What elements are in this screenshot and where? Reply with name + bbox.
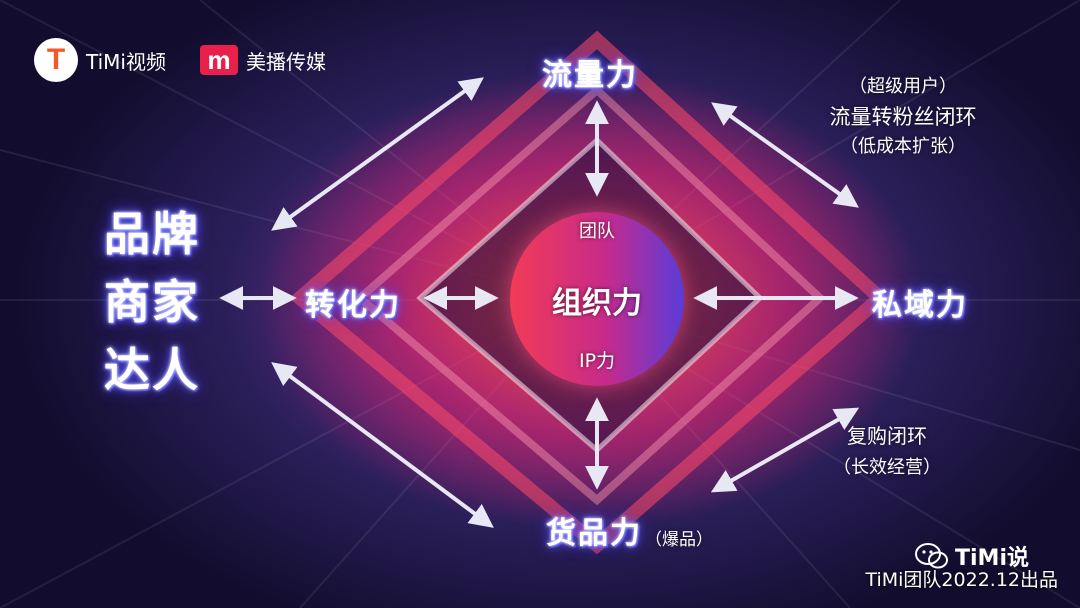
annotation-repurchase-loop: 复购闭环 xyxy=(847,424,927,448)
left-line-brand: 品牌 xyxy=(104,207,200,261)
annotation-top-right: （超级用户） 流量转粉丝闭环 （低成本扩张） xyxy=(818,72,988,162)
center-circle xyxy=(510,212,684,386)
wechat-account: TiMi说 xyxy=(915,540,1029,572)
timi-logo-name: TiMi视频 xyxy=(86,49,166,74)
wechat-icon xyxy=(915,543,948,569)
wechat-account-name: TiMi说 xyxy=(955,546,1029,571)
node-goods-note: （爆品） xyxy=(645,530,713,550)
footer-credit: TiMi团队2022.12出品 xyxy=(865,569,1058,591)
meibo-logo-icon: m xyxy=(200,45,238,75)
left-line-influencer: 达人 xyxy=(104,343,200,397)
left-block: 品牌 商家 达人 xyxy=(104,200,200,404)
annotation-traffic-loop: 流量转粉丝闭环 xyxy=(829,105,977,129)
node-traffic: 流量力 xyxy=(542,58,638,93)
center-title: 组织力 xyxy=(552,286,642,321)
annotation-low-cost: （低成本扩张） xyxy=(840,136,966,157)
meibo-logo-name: 美播传媒 xyxy=(246,49,326,74)
left-line-merchant: 商家 xyxy=(104,275,200,329)
timi-logo-icon: T xyxy=(34,38,78,82)
node-private-domain: 私域力 xyxy=(872,288,968,323)
annotation-bottom-right: 复购闭环 （长效经营） xyxy=(812,420,962,484)
center-bottom-label: IP力 xyxy=(578,350,616,372)
meibo-logo: m 美播传媒 xyxy=(200,45,326,75)
center-top-label: 团队 xyxy=(579,221,615,242)
node-conversion: 转化力 xyxy=(305,288,401,323)
annotation-long-term: （长效经营） xyxy=(833,457,941,478)
timi-logo: T TiMi视频 xyxy=(34,38,166,82)
annotation-super-user: （超级用户） xyxy=(849,76,957,97)
node-goods: 货品力 xyxy=(546,516,642,551)
